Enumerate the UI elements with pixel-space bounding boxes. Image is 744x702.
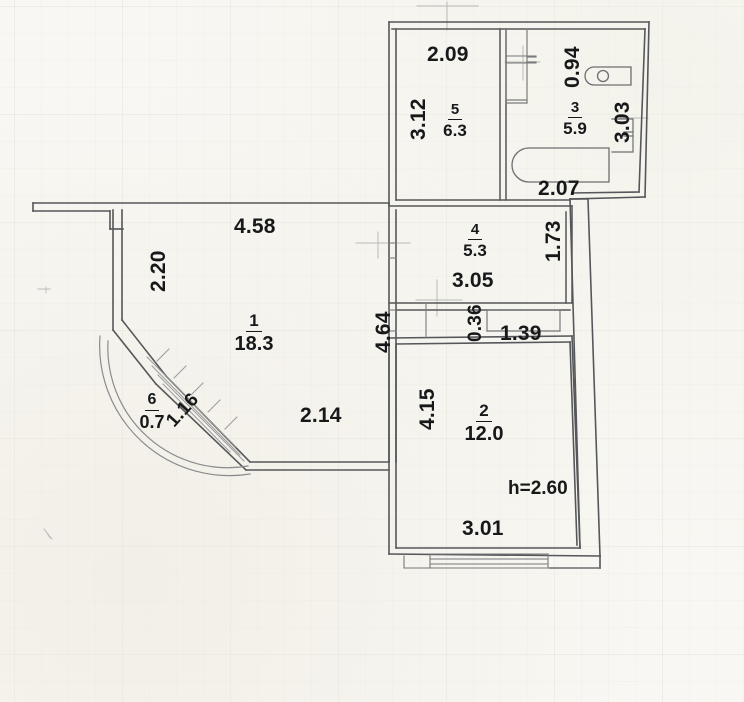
room-number-6: 6 — [144, 391, 160, 411]
room-number-5: 5 — [447, 102, 463, 120]
washbasin-fixture — [584, 66, 632, 86]
room-area-3: 5.9 — [563, 118, 587, 138]
room-label-6: 6 0.7 — [128, 391, 176, 432]
dimension-closet-width: 1.39 — [500, 322, 542, 345]
doorway-marks — [388, 242, 427, 339]
dimension-room2-bottom: 3.01 — [462, 517, 504, 540]
balcony-hatching — [146, 348, 245, 462]
dimension-room1-left: 2.20 — [147, 250, 170, 292]
ceiling-height-note: h=2.60 — [508, 478, 568, 499]
window-top — [505, 55, 537, 64]
dimension-bath-bottom: 2.07 — [538, 177, 580, 200]
room-area-2: 12.0 — [464, 422, 504, 445]
dimension-hall-right: 1.73 — [542, 220, 565, 262]
room-area-1: 18.3 — [234, 332, 274, 355]
room-number-2: 2 — [476, 402, 492, 422]
dimension-room5-left: 3.12 — [407, 98, 430, 140]
scan-artifacts — [44, 286, 51, 539]
living-room-bottom-wall — [245, 461, 390, 471]
room-area-5: 6.3 — [443, 120, 467, 140]
dimension-room1-top: 4.58 — [234, 215, 276, 238]
balcony-outline — [99, 335, 251, 477]
bathtub-fixture — [511, 147, 610, 183]
kitchen-bottom-wall — [388, 199, 573, 207]
room2-walls — [388, 335, 601, 557]
wc-duct-partition — [505, 28, 537, 104]
room-number-3: 3 — [567, 100, 583, 118]
toilet-fixture — [611, 118, 634, 153]
room-label-3: 3 5.9 — [548, 100, 602, 138]
dimension-extension-lines — [37, 1, 649, 540]
room-label-2: 2 12.0 — [452, 402, 516, 446]
living-room-outer-wall — [32, 202, 390, 331]
dimension-room5-top: 2.09 — [427, 43, 469, 66]
dimension-bath-top: 0.94 — [561, 46, 584, 88]
room-number-4: 4 — [467, 222, 483, 240]
closet-box — [486, 309, 561, 332]
room-label-1: 1 18.3 — [222, 312, 286, 356]
living-room-slanted-wall — [111, 318, 168, 386]
room-area-6: 0.7 — [139, 411, 165, 432]
dimension-closet-height: 0.36 — [465, 304, 486, 342]
room-area-4: 5.3 — [463, 240, 487, 260]
dimension-hall-width: 3.05 — [452, 269, 494, 292]
room-number-1: 1 — [246, 312, 262, 332]
kitchen-bath-partition — [499, 28, 507, 201]
dimension-bath-right: 3.03 — [611, 101, 634, 143]
room-label-4: 4 5.3 — [448, 222, 502, 260]
dimension-room1-right: 4.64 — [372, 311, 395, 353]
dimension-room2-left: 4.15 — [416, 388, 439, 430]
window-bottom — [403, 553, 601, 569]
dimension-room1-bottom: 2.14 — [300, 404, 342, 427]
room-label-5: 5 6.3 — [428, 102, 482, 140]
